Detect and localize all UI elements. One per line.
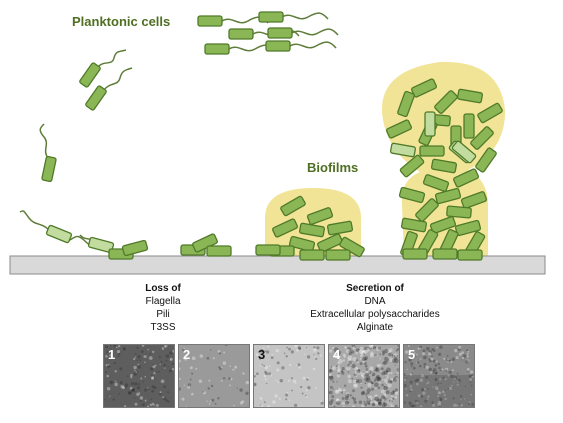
bacterial-cell — [424, 111, 436, 137]
micrograph-number: 2 — [183, 347, 191, 362]
bacterial-cell — [206, 245, 232, 257]
planktonic-cells-label: Planktonic cells — [72, 14, 170, 29]
flagellum — [19, 210, 50, 231]
loss-item-flagella: Flagella — [145, 296, 181, 307]
flagellum — [281, 12, 329, 20]
bacterial-cell — [386, 119, 412, 139]
bacterial-cell — [255, 244, 281, 256]
bacterial-cell — [87, 236, 115, 254]
bacterial-cell — [397, 90, 415, 118]
bacterial-cell — [446, 205, 472, 219]
flagellum — [291, 28, 339, 36]
bacterial-cell — [399, 154, 425, 178]
bacterial-cell — [298, 222, 326, 238]
loss-item-pili: Pili — [156, 309, 170, 320]
bacterial-cell — [422, 174, 450, 192]
bacterial-cell — [272, 218, 298, 238]
bacterial-cell — [267, 27, 293, 39]
micrograph-3: 3 — [253, 344, 325, 408]
bacterial-cell — [429, 216, 457, 234]
bacterial-cell — [477, 102, 503, 124]
bacterial-cell — [280, 195, 306, 217]
bacterial-cell — [430, 158, 458, 174]
flagellum — [103, 67, 133, 91]
bacterial-cell — [463, 113, 475, 139]
loss-item-t3ss: T3SS — [150, 322, 176, 333]
secretion-item-dna: DNA — [364, 296, 386, 307]
loss-of-heading: Loss of — [145, 283, 181, 294]
bacterial-cell — [228, 28, 254, 40]
bacterial-cell — [434, 187, 462, 205]
bacterial-cell — [258, 11, 284, 23]
bacterial-cell — [454, 219, 482, 237]
flagellum — [289, 41, 337, 49]
bacterial-cell — [398, 186, 426, 204]
bacterial-cell — [197, 15, 223, 27]
flagellum — [39, 123, 49, 159]
bacterial-cell — [204, 43, 230, 55]
bacterial-cell — [299, 249, 325, 261]
bacterial-cell — [325, 249, 351, 261]
bacterial-cell — [402, 248, 428, 260]
bacterial-cell — [453, 168, 479, 188]
secretion-item-eps: Extracellular polysaccharides — [310, 309, 440, 320]
micrograph-number: 5 — [408, 347, 416, 362]
biofilm-matrix-large — [381, 61, 506, 256]
micrograph-2: 2 — [178, 344, 250, 408]
bacterial-cell — [456, 88, 484, 104]
micrograph-1: 1 — [103, 344, 175, 408]
bacterial-cell — [457, 249, 483, 261]
bacterial-cell — [389, 142, 417, 158]
bacterial-cell — [121, 239, 149, 257]
bacterial-cell — [400, 217, 428, 233]
bacterial-cell — [41, 155, 57, 183]
micrograph-number: 1 — [108, 347, 116, 362]
bacterial-cell — [460, 191, 488, 209]
bacterial-cell — [432, 248, 458, 260]
bacterial-cell — [475, 147, 497, 173]
bacterial-cell — [306, 207, 334, 225]
bacterial-cell — [419, 145, 445, 157]
bacterial-cell — [451, 140, 477, 164]
secretion-of-block: Secretion of DNA Extracellular polysacch… — [300, 282, 450, 334]
micrograph-number: 3 — [258, 347, 266, 362]
bacterial-cell — [45, 224, 73, 244]
bacterial-cell — [79, 62, 101, 88]
bacterial-cell — [265, 40, 291, 52]
bacterial-cell — [85, 85, 107, 111]
micrograph-5: 5 — [403, 344, 475, 408]
secretion-item-alginate: Alginate — [356, 322, 394, 333]
biofilms-label: Biofilms — [307, 160, 358, 175]
loss-of-block: Loss of Flagella Pili T3SS — [118, 282, 208, 334]
secretion-of-heading: Secretion of — [346, 283, 404, 294]
micrograph-number: 4 — [333, 347, 341, 362]
bacterial-cell — [317, 233, 343, 253]
flagellum — [97, 49, 127, 68]
bacterial-cell — [415, 198, 439, 222]
bacterial-cell — [326, 220, 354, 236]
bacterial-cell — [434, 90, 458, 114]
bacterial-cell — [411, 78, 437, 98]
bacterial-cell — [470, 126, 494, 150]
micrograph-4: 4 — [328, 344, 400, 408]
biofilm-diagram: Planktonic cells Biofilms — [9, 11, 546, 275]
bacterial-cell — [288, 235, 316, 253]
